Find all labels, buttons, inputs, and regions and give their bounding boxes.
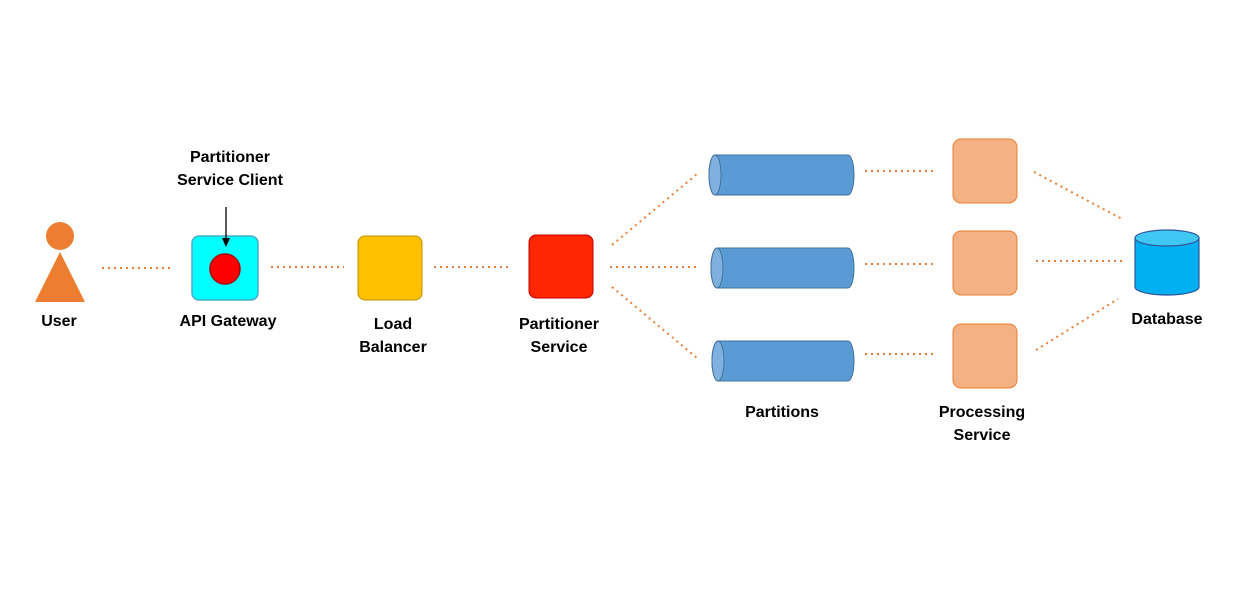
partition-1	[708, 154, 855, 196]
processing-service-label: Processing Service	[938, 404, 1026, 444]
partitioner-service-label: Partitioner Service	[518, 316, 599, 356]
connector-partitioner-partition-1	[611, 173, 698, 246]
client-pointer-arrow	[222, 207, 230, 247]
api-gateway-label: API Gateway	[179, 313, 277, 330]
database-label: Database	[1131, 311, 1203, 328]
user-label: User	[41, 313, 77, 330]
partition-2	[710, 247, 855, 289]
connector-partitioner-partition-3	[611, 286, 698, 359]
processing-service-box-1	[952, 138, 1018, 204]
person-icon	[35, 222, 85, 302]
load-balancer-box	[357, 235, 423, 301]
partition-3	[711, 340, 855, 382]
processing-service-box-2	[952, 230, 1018, 296]
api-gateway-box	[191, 235, 259, 301]
partitioner-service-box	[528, 234, 594, 299]
partitioner-service-client-label: Partitioner Service Client	[177, 149, 283, 189]
connectors	[102, 170, 1125, 359]
processing-service-box-3	[952, 323, 1018, 389]
database-cylinder-icon	[1134, 229, 1200, 296]
load-balancer-label: Load Balancer	[359, 316, 427, 356]
partitions-label: Partitions	[745, 404, 819, 421]
connector-processing-3-database	[1035, 298, 1119, 351]
connector-processing-1-database	[1033, 171, 1125, 221]
